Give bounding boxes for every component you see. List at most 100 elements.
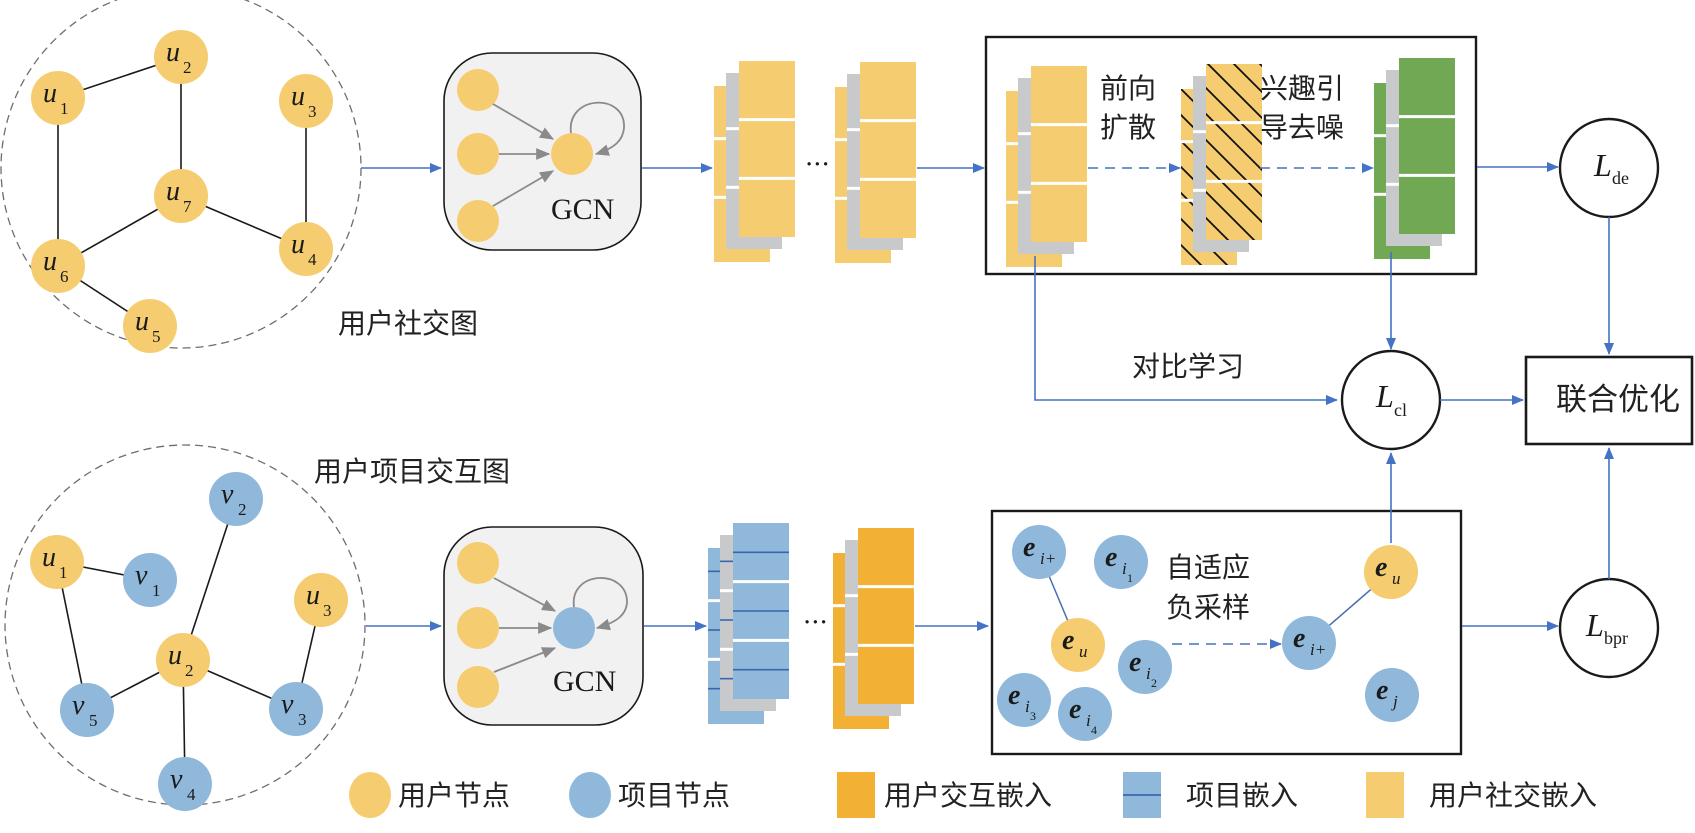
embedding-node-ei+: e i+ <box>1012 525 1066 579</box>
legend-item-item-embedding: 项目嵌入 <box>1123 772 1298 818</box>
node-label: u <box>135 306 149 337</box>
embedding-node-circle <box>1118 640 1172 694</box>
node-subscript: 1 <box>59 563 68 582</box>
ellipsis-top: ··· <box>805 150 830 180</box>
embedding-layer-front <box>1399 58 1455 234</box>
legend-swatch-circle <box>569 772 611 818</box>
node-subscript: 5 <box>89 711 98 730</box>
embedding-node-subscript: i <box>1146 664 1151 683</box>
arrow-contrastive-from-diffusion-input <box>1034 256 1338 405</box>
legend-label: 用户交互嵌入 <box>884 779 1052 812</box>
legend-item-user-interaction-embedding: 用户交互嵌入 <box>837 772 1052 818</box>
embedding-node-subscript: u <box>1392 569 1401 588</box>
embedding-node-subscript: i <box>1086 711 1091 730</box>
node-circle <box>60 683 114 737</box>
embedding-node-subscript: i <box>1025 697 1030 716</box>
embedding-node-label: e <box>1008 680 1020 711</box>
gcn-edge-arrow <box>493 647 557 673</box>
legend-swatch-square <box>837 772 875 818</box>
node-circle <box>30 535 84 589</box>
denoise-label-1: 兴趣引 <box>1260 72 1344 105</box>
node-circle <box>156 633 210 687</box>
node-subscript: 1 <box>60 99 69 118</box>
node-subscript: 2 <box>183 58 192 77</box>
node-circle <box>269 682 323 736</box>
node-label: u <box>42 542 56 573</box>
social-graph-caption: 用户社交图 <box>338 307 478 340</box>
node-label: v <box>221 479 234 510</box>
node-subscript: 4 <box>308 250 317 269</box>
node-subscript: 6 <box>60 267 69 286</box>
gcn-target-node <box>553 607 595 649</box>
node-label: u <box>306 580 320 611</box>
joint-optimization-box <box>1524 355 1694 446</box>
loss-cl-symbol: L <box>1375 378 1394 414</box>
forward-diffusion-label-2: 扩散 <box>1100 111 1156 144</box>
legend-label: 项目节点 <box>618 779 730 812</box>
embedding-node-circle <box>1058 687 1112 741</box>
node-label: v <box>72 690 85 721</box>
node-label: v <box>170 764 183 795</box>
embedding-layer-front <box>860 62 916 238</box>
embedding-node-subscript: u <box>1079 642 1088 661</box>
diffusion-input-stack <box>1006 66 1087 267</box>
loss-de: L de <box>1558 117 1660 219</box>
gcn-input-node <box>457 607 499 649</box>
embedding-node-label: e <box>1023 532 1035 563</box>
gcn-input-node <box>457 133 499 175</box>
embedding-layer-front <box>1206 64 1262 240</box>
embedding-node-label: e <box>1129 647 1141 678</box>
embedding-node-subscript: i+ <box>1040 549 1056 568</box>
gcn-target-node <box>551 133 593 175</box>
node-circle <box>279 74 333 128</box>
embedding-node-subsubscript: 2 <box>1151 676 1157 690</box>
gcn-edge-arrow <box>492 103 555 140</box>
node-label: v <box>281 689 294 720</box>
node-circle <box>209 472 263 526</box>
embedding-node-circle <box>1364 545 1418 599</box>
legend-swatch-square <box>1366 772 1404 818</box>
node-subscript: 7 <box>183 197 192 216</box>
embedding-layer-front <box>1031 66 1087 242</box>
node-circle <box>123 553 177 607</box>
gcn-input-node <box>457 200 499 242</box>
joint-optimization: 联合优化 <box>1524 355 1694 446</box>
node-label: u <box>291 81 305 112</box>
node-subscript: 3 <box>308 102 317 121</box>
embedding-node-subsubscript: 3 <box>1030 709 1036 723</box>
gcn-label: GCN <box>553 665 616 698</box>
embedding-node-circle <box>1051 618 1105 672</box>
node-label: u <box>43 78 57 109</box>
gcn-input-node <box>457 69 499 111</box>
adaptive-sampling-label-2: 负采样 <box>1166 591 1250 624</box>
contrastive-learning-label: 对比学习 <box>1132 350 1244 383</box>
legend-swatch-circle <box>349 772 391 818</box>
loss-cl-subscript: cl <box>1394 400 1407 420</box>
node-subscript: 5 <box>152 327 161 346</box>
node-circle <box>31 239 85 293</box>
embedding-node-circle <box>1012 525 1066 579</box>
denoise-label-2: 导去噪 <box>1260 111 1344 144</box>
node-subscript: 2 <box>238 500 247 519</box>
node-circle <box>154 169 208 223</box>
embedding-node-label: e <box>1105 542 1117 573</box>
joint-optimization-label: 联合优化 <box>1556 382 1680 418</box>
item-embedding-stack <box>708 523 789 724</box>
